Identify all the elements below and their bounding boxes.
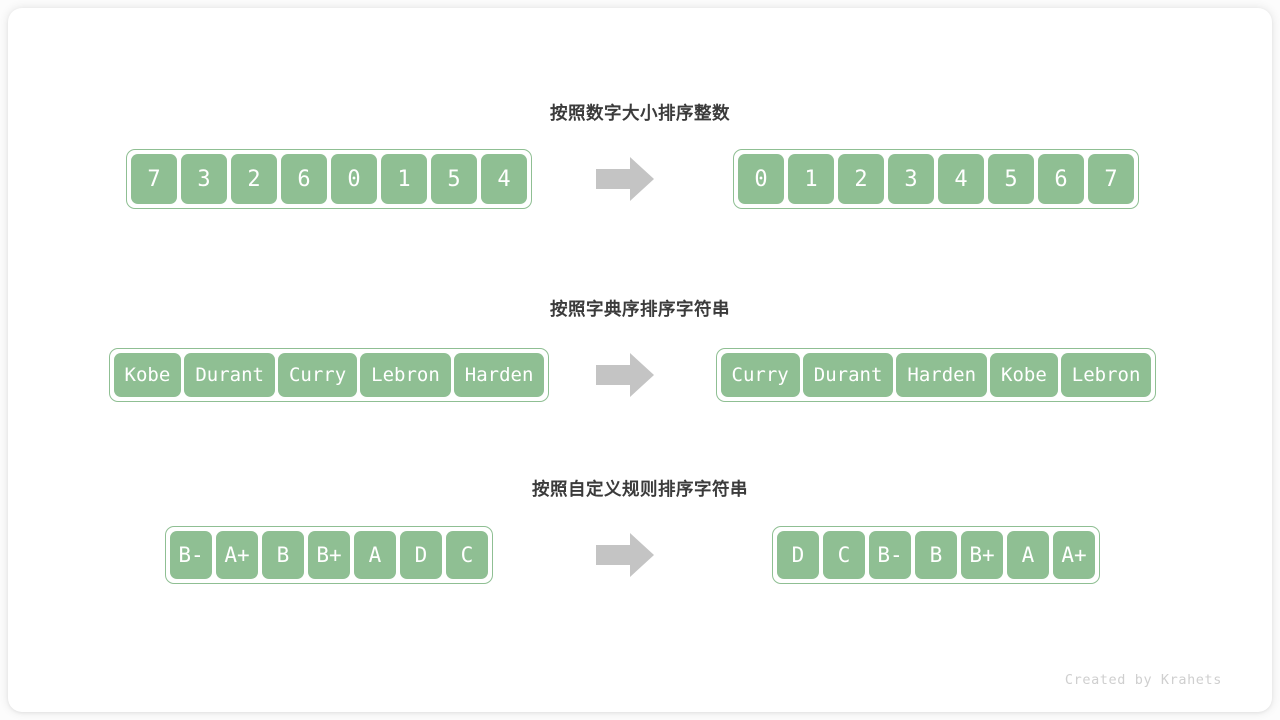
array-cell: 6 (281, 154, 327, 204)
array-cell: Curry (277, 353, 358, 397)
right-arrow-icon (596, 531, 654, 579)
array-cell: A (1007, 531, 1049, 579)
array-cell: B (915, 531, 957, 579)
array-cell: 4 (481, 154, 527, 204)
array-cell: 1 (381, 154, 427, 204)
array-cell: 7 (131, 154, 177, 204)
section-title-custom: 按照自定义规则排序字符串 (532, 479, 748, 499)
credit-footer: Created by Krahets (1064, 672, 1222, 688)
array-cell: B (262, 531, 304, 579)
array-cell: 3 (888, 154, 934, 204)
array-cell: A (354, 531, 396, 579)
right-arrow-icon (596, 155, 654, 203)
array-cell: 2 (838, 154, 884, 204)
array-cell: 5 (988, 154, 1034, 204)
array-cell: Durant (802, 353, 894, 397)
array-cell: Lebron (1060, 353, 1152, 397)
array-cell: C (446, 531, 488, 579)
array-cell: 0 (331, 154, 377, 204)
array-cell: B+ (961, 531, 1003, 579)
array-cell: 7 (1088, 154, 1134, 204)
array-cell: Kobe (990, 353, 1058, 397)
array-cell: Durant (184, 353, 275, 397)
array-cell: D (777, 531, 819, 579)
section-title-strings: 按照字典序排序字符串 (550, 299, 730, 319)
array-cell: C (823, 531, 865, 579)
array-cell: 6 (1038, 154, 1084, 204)
array-cell: B- (869, 531, 911, 579)
array-cell: D (400, 531, 442, 579)
array-cell: B- (170, 531, 212, 579)
array-cell: 4 (938, 154, 984, 204)
array-cell: 3 (181, 154, 227, 204)
array-cell: Harden (453, 353, 545, 397)
array-cell: B+ (308, 531, 350, 579)
section-title-integers: 按照数字大小排序整数 (550, 103, 730, 123)
array-cell: Lebron (360, 353, 451, 397)
array-cell: Harden (896, 353, 988, 397)
array-cell: 2 (231, 154, 277, 204)
array-cell: 5 (431, 154, 477, 204)
array-cell: Kobe (113, 353, 182, 397)
array-cell: Curry (720, 353, 800, 397)
array-cell: 1 (788, 154, 834, 204)
array-cell: A+ (1053, 531, 1095, 579)
array-cell: A+ (216, 531, 258, 579)
right-arrow-icon (596, 351, 654, 399)
array-cell: 0 (738, 154, 784, 204)
